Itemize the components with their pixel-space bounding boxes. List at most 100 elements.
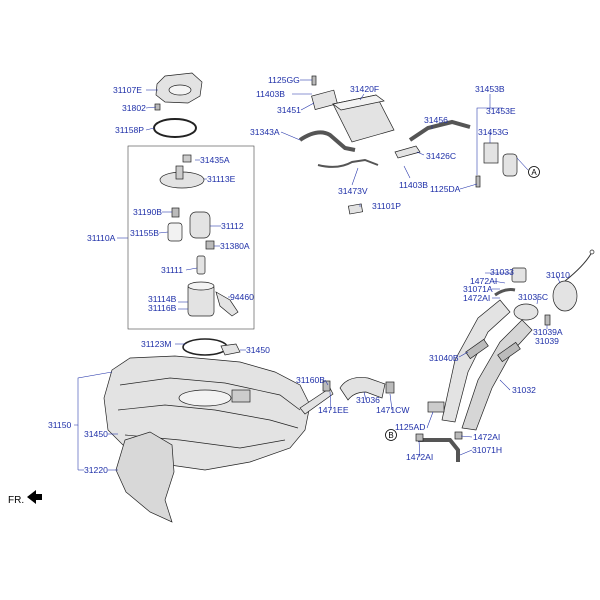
label-31802: 31802 [122, 103, 146, 113]
leader-lines [74, 79, 561, 471]
part-fuel-cap [552, 280, 578, 312]
label-1125DA: 1125DA [430, 184, 461, 194]
connector-b-circle [385, 429, 397, 441]
front-arrow-icon [27, 490, 42, 504]
part-filter-31155B [167, 222, 183, 242]
part-hose-31036 [339, 377, 386, 401]
pump-assembly-frame [127, 145, 255, 330]
label-31039A: 31039A [533, 327, 563, 337]
part-valve-31453 [483, 142, 499, 164]
label-1125GG: 1125GG [268, 75, 300, 85]
label-31435A: 31435A [200, 155, 230, 165]
label-31111: 31111 [161, 265, 183, 275]
part-plate-31450 [220, 343, 241, 356]
label-31420F: 31420F [350, 84, 379, 94]
part-gasket [182, 338, 228, 356]
label-31453G: 31453G [478, 127, 509, 137]
part-bracket-31451 [311, 89, 338, 111]
part-labels: 31107E 31802 31158P 31435A 31113E 31190B… [48, 75, 570, 475]
label-31343A: 31343A [250, 127, 280, 137]
part-hose-31343A [298, 130, 356, 152]
label-1472AI-bottom: 1472AI [406, 452, 433, 462]
label-31112: 31112 [221, 221, 244, 231]
part-fuel-cap-tether-end [589, 249, 595, 255]
part-hose-31473V [317, 158, 379, 168]
label-1471CW: 1471CW [376, 405, 410, 415]
label-31190B: 31190B [133, 207, 162, 217]
label-1472AI-top: 1472AI [470, 276, 497, 286]
label-31451: 31451 [277, 105, 301, 115]
front-indicator: FR. [8, 490, 42, 506]
label-31071H: 31071H [472, 445, 502, 455]
label-31035C: 31035C [518, 292, 548, 302]
part-fitting-1125AD [427, 401, 445, 413]
label-31155B: 31155B [130, 228, 159, 238]
part-tank-opening [178, 389, 232, 407]
connector-a-label: A [531, 168, 537, 177]
label-31033: 31033 [490, 267, 514, 277]
part-hose-31160B [299, 387, 334, 415]
label-31039: 31039 [535, 336, 559, 346]
part-hose-31456 [408, 119, 471, 142]
label-31114B: 31114B [148, 294, 177, 304]
part-vent-hose-31071A [494, 288, 516, 297]
part-31190B [171, 207, 180, 218]
label-31426C: 31426C [426, 151, 456, 161]
part-bolt-1125GG [311, 75, 317, 86]
part-pump-cover-center [168, 84, 192, 96]
part-pump-housing-top [187, 281, 215, 291]
label-31113E: 31113E [207, 174, 236, 184]
part-clamp-1472AI-lower [454, 431, 463, 440]
part-31101P [347, 203, 363, 215]
parts-layer [103, 72, 595, 523]
part-heat-shield [115, 431, 175, 523]
front-label: FR. [8, 495, 24, 506]
label-31220: 31220 [84, 465, 108, 475]
part-bracket-31426C [394, 145, 421, 159]
label-31456: 31456 [424, 115, 448, 125]
label-31160B: 31160B [296, 375, 325, 385]
label-31101P: 31101P [372, 201, 401, 211]
label-31123M: 31123M [141, 339, 171, 349]
part-31111 [196, 255, 206, 275]
label-1472AI-mid: 1472AI [463, 293, 490, 303]
label-31450-plate: 31450 [246, 345, 270, 355]
label-31036: 31036 [356, 395, 380, 405]
connector-a-circle [528, 166, 540, 178]
part-31380A [205, 240, 215, 250]
part-fuel-pump [189, 211, 211, 239]
part-tank-fitting [231, 389, 251, 403]
part-hose-31071H [418, 438, 460, 462]
part-clamp-31040B [465, 338, 489, 360]
part-filter-31453 [502, 153, 518, 177]
part-clamp-31032 [497, 341, 521, 363]
label-31453B: 31453B [475, 84, 505, 94]
label-31110A: 31110A [87, 233, 116, 243]
part-filler-neck [441, 299, 511, 423]
label-11403B-top: 11403B [256, 89, 285, 99]
part-pump-plate-pipe [175, 165, 184, 180]
label-31158P: 31158P [115, 125, 144, 135]
part-connector-31435A [182, 154, 192, 163]
label-1472AI-lower: 1472AI [473, 432, 500, 442]
label-11403B-bottom: 11403B [399, 180, 428, 190]
label-31010: 31010 [546, 270, 570, 280]
label-31107E: 31107E [113, 85, 142, 95]
part-filler-ring-31035C [513, 303, 539, 321]
label-31116B: 31116B [148, 303, 177, 313]
label-31032: 31032 [512, 385, 536, 395]
label-94460: 94460 [230, 292, 254, 302]
label-31040B: 31040B [429, 353, 459, 363]
label-31450-tank: 31450 [84, 429, 108, 439]
part-lock-ring [153, 118, 197, 138]
connectors: A B [385, 166, 540, 441]
part-clamp-1471CW [385, 381, 395, 394]
label-31473V: 31473V [338, 186, 368, 196]
label-31150: 31150 [48, 420, 71, 430]
part-canister-top [332, 94, 385, 111]
part-31039A [544, 314, 551, 326]
part-bolt-1125DA [475, 175, 481, 188]
part-clamp-1472AI-bottom [415, 433, 424, 442]
